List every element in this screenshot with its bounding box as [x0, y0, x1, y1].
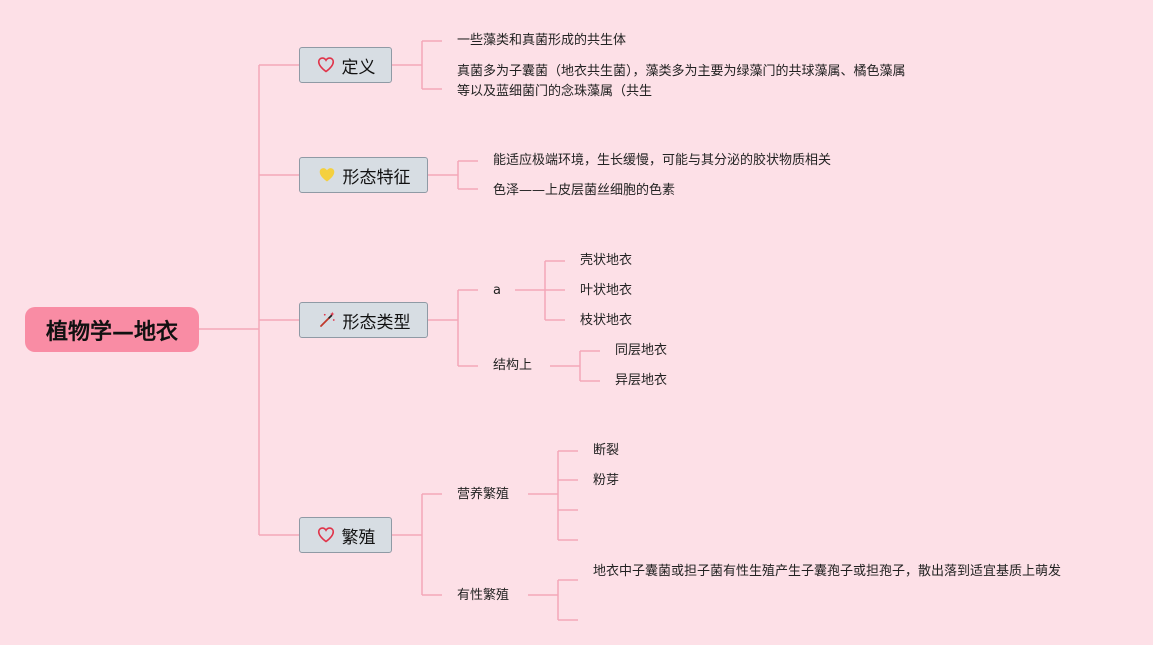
morphology-item-2: 色泽——上皮层菌丝细胞的色素: [493, 183, 676, 198]
definition-item-2: 真菌多为子囊菌（地衣共生菌），藻类多为主要为绿藻门的共球藻属、橘色藻属: [457, 64, 906, 79]
reproduction-vegetative-label: 营养繁殖: [457, 487, 510, 502]
reproduction-sexual-label: 有性繁殖: [457, 588, 510, 603]
heart-outline-icon: [316, 55, 336, 75]
sexual-item-1: 地衣中子囊菌或担子菌有性生殖产生子囊孢子或担孢子，散出落到适宜基质上萌发: [593, 564, 1062, 579]
types-structure-item-2: 异层地衣: [615, 373, 668, 388]
definition-item-2-continued: 等以及蓝细菌门的念珠藻属（共生: [457, 84, 653, 99]
branch-types[interactable]: 形态类型: [299, 302, 428, 338]
types-a-item-1: 壳状地衣: [580, 253, 633, 268]
branch-types-label: 形态类型: [342, 312, 411, 333]
types-group-a-label: a: [493, 283, 501, 298]
branch-morphology[interactable]: 形态特征: [299, 157, 428, 193]
definition-item-1: 一些藻类和真菌形成的共生体: [457, 33, 627, 48]
heart-outline-icon: [316, 525, 336, 545]
branch-definition-label: 定义: [341, 57, 376, 78]
branch-reproduction-label: 繁殖: [341, 527, 376, 548]
types-a-item-2: 叶状地衣: [580, 283, 633, 298]
morphology-item-1: 能适应极端环境，生长缓慢，可能与其分泌的胶状物质相关: [493, 153, 832, 168]
root-title: 植物学—地衣: [45, 319, 178, 345]
magic-wand-icon: [317, 310, 337, 330]
types-a-item-3: 枝状地衣: [580, 313, 633, 328]
branch-reproduction[interactable]: 繁殖: [299, 517, 392, 553]
branch-definition[interactable]: 定义: [299, 47, 392, 83]
branch-morphology-label: 形态特征: [342, 167, 411, 188]
vegetative-item-1: 断裂: [593, 443, 620, 458]
root-topic[interactable]: 植物学—地衣: [25, 307, 199, 352]
yellow-heart-icon: [317, 165, 337, 185]
types-structure-item-1: 同层地衣: [615, 343, 668, 358]
types-structure-label: 结构上: [493, 358, 533, 373]
vegetative-item-2: 粉芽: [593, 473, 620, 488]
